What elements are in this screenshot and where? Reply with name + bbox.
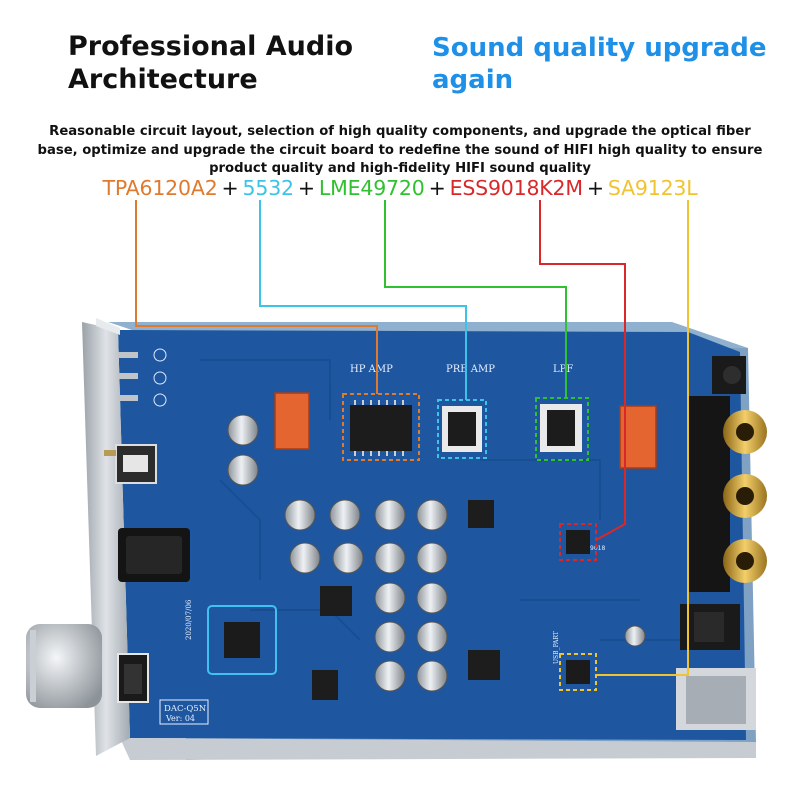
voltage-regulators	[312, 500, 500, 700]
line-sa9123l	[596, 200, 689, 676]
pot-connector	[117, 653, 149, 703]
plus-sign: +	[221, 176, 239, 200]
model-label: DAC-Q5N	[164, 704, 207, 714]
led-indicators	[118, 348, 167, 407]
ne5532-chip	[442, 406, 482, 452]
capacitor-bank	[227, 414, 646, 692]
hp-amp-label: HP AMP	[350, 364, 393, 375]
plus-sign: +	[428, 176, 446, 200]
lpf-label: LPF	[553, 364, 573, 375]
usb-part-label: USB_PART	[553, 631, 560, 664]
callout-lines	[135, 200, 689, 676]
line-ess9018k2m	[539, 200, 626, 541]
description-text: Reasonable circuit layout, selection of …	[37, 124, 763, 177]
volume-knob	[26, 624, 102, 708]
sa9123l-usb-chip	[566, 660, 590, 684]
plus-sign: +	[297, 176, 315, 200]
lme49720-chip	[540, 404, 582, 452]
dac-chip-label: 9018	[590, 545, 605, 552]
es9018-dac-chip	[566, 530, 590, 554]
line-tpa6120a2	[135, 200, 378, 394]
line-lme49720	[384, 200, 567, 398]
headline-right: Sound quality upgrade again	[432, 33, 767, 95]
plus-sign: +	[586, 176, 604, 200]
model-label-box: DAC-Q5N Ver: 04	[159, 699, 209, 725]
date-label: 2020/07/06	[185, 599, 193, 640]
chip-sa9123l: SA9123L	[607, 176, 698, 200]
relay-left	[274, 392, 310, 450]
tpa6120a2-chip	[350, 400, 412, 456]
usb-b-port	[676, 668, 756, 730]
chip-5532: 5532	[242, 176, 295, 200]
callout-boxes	[342, 393, 597, 691]
chip-ess9018k2m: ESS9018K2M	[449, 176, 584, 200]
chip-lme49720: LME49720	[318, 176, 425, 200]
line-5532	[259, 200, 467, 400]
mcu-chip	[224, 622, 260, 658]
optical-input	[680, 604, 740, 650]
pre-amp-label: PRE AMP	[446, 364, 495, 375]
headphone-jack	[118, 528, 190, 582]
dc-power-jack	[712, 356, 746, 394]
rca-outputs	[688, 396, 767, 592]
chip-list: TPA6120A2+5532+LME49720+ESS9018K2M+SA912…	[0, 176, 800, 200]
chip-tpa6120a2: TPA6120A2	[102, 176, 218, 200]
version-label: Ver: 04	[165, 714, 195, 723]
toggle-switch	[104, 444, 157, 484]
headline-left: Professional Audio Architecture	[68, 31, 354, 95]
